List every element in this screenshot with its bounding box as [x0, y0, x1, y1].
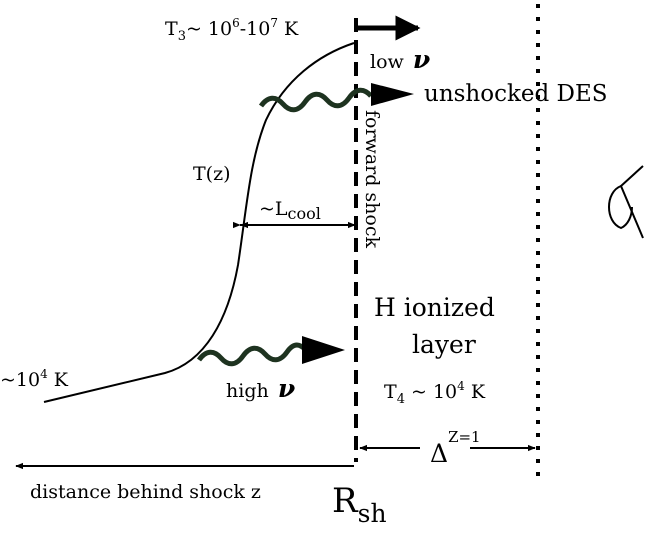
cool-temperature-label: ~104 K — [0, 367, 69, 391]
delta-label: ΔZ=1 — [430, 428, 481, 468]
high-nu-label: high ν — [226, 374, 295, 403]
low-frequency-photon-icon — [258, 83, 414, 113]
high-frequency-arrowhead — [302, 336, 345, 364]
eye-icon — [608, 165, 644, 239]
rsh-label: Rsh — [332, 481, 387, 528]
h-ionized-label: H ionized — [374, 293, 495, 322]
distance-label: distance behind shock z — [30, 481, 261, 503]
lcool-label: ~Lcool — [259, 198, 321, 223]
forward-shock-label: forward shock — [361, 110, 383, 248]
layer-label: layer — [412, 330, 476, 359]
low-nu-label: low ν — [370, 45, 430, 74]
t3-label: T3~ 106-107 K — [165, 16, 299, 44]
tz-label: T(z) — [193, 163, 231, 185]
low-frequency-arrowhead — [371, 83, 414, 106]
unshocked-des-label: unshocked DES — [424, 81, 608, 107]
t4-label: T4 ~ 104 K — [384, 379, 486, 407]
high-frequency-photon-icon — [196, 336, 345, 367]
temperature-curve — [43, 42, 355, 403]
